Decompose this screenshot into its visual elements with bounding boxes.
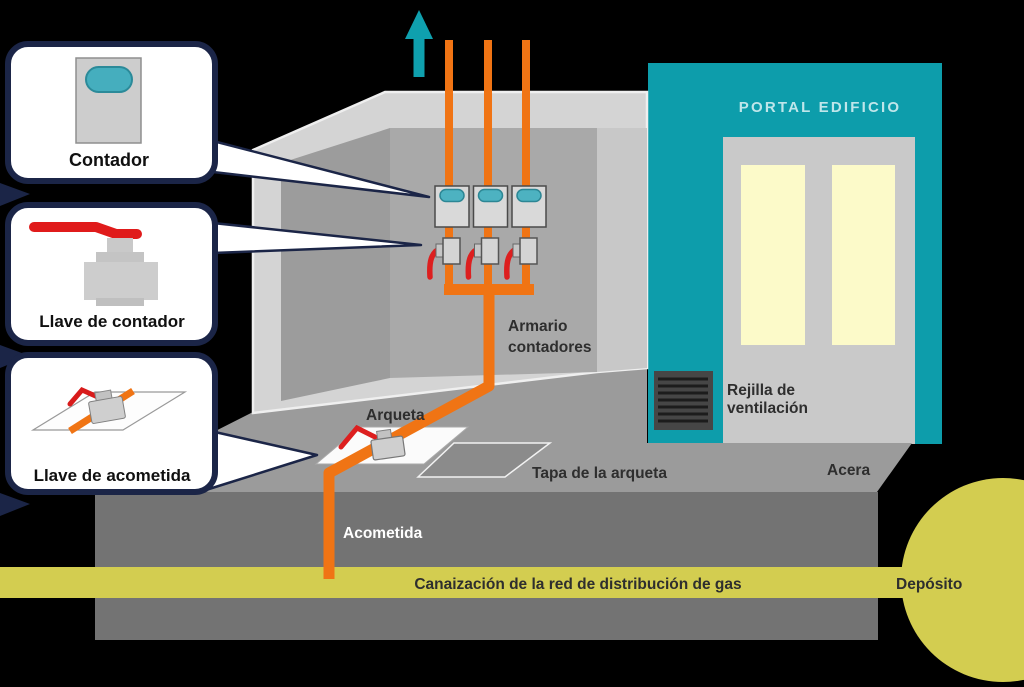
arrow-shaft	[413, 37, 425, 77]
service-valve	[338, 424, 406, 461]
meter-valves	[427, 237, 538, 280]
service-valve-icon	[30, 386, 188, 434]
building: PORTAL EDIFICIO	[648, 63, 942, 444]
riser-pipe	[484, 40, 492, 215]
exhaust-arrow-icon	[405, 10, 433, 77]
building-title: PORTAL EDIFICIO	[739, 99, 901, 116]
valve-collar	[96, 252, 144, 264]
meter-valve	[427, 237, 461, 280]
arqueta-label: Arqueta	[366, 407, 425, 424]
deposito-label: Depósito	[896, 576, 962, 593]
valve-body	[442, 237, 461, 265]
cabinet-right-inner-wall	[597, 128, 647, 372]
riser-pipe	[445, 40, 453, 215]
valve-body-group	[88, 389, 126, 424]
valve-body	[519, 237, 538, 265]
vent-label-line2: ventilación	[727, 400, 808, 417]
callout-contador: Contador	[5, 41, 218, 184]
meter-valve-icon	[29, 222, 158, 306]
callout-pointers	[0, 139, 431, 516]
meter-display	[477, 188, 504, 203]
acera-label: Acera	[827, 462, 870, 479]
arqueta-cover	[416, 442, 553, 478]
deposit-tank	[901, 478, 1024, 682]
vent-label-line1: Rejilla de	[727, 382, 795, 399]
valve-body	[480, 237, 500, 265]
callout-tail	[0, 183, 30, 206]
cabinet-left-inner-wall	[281, 128, 390, 401]
valve-body-group	[370, 428, 406, 461]
valve-body	[370, 435, 406, 461]
callout-llave-contador: Llave de contador	[5, 202, 218, 346]
valve-nub	[512, 243, 521, 258]
meter-display	[439, 188, 465, 203]
callout-label: Llave de contador	[39, 312, 185, 331]
callout-label: Contador	[69, 150, 149, 170]
gas-meter	[511, 185, 547, 228]
ventilation-grille	[654, 371, 713, 430]
valve-handle	[338, 424, 378, 450]
meter-valve	[504, 237, 538, 280]
meter-display	[516, 188, 542, 203]
meter-valve	[465, 237, 500, 280]
valve-nub	[435, 243, 444, 258]
soil-block	[95, 492, 878, 640]
gas-meters	[434, 185, 547, 228]
gas-meter	[472, 185, 509, 228]
callout-llave-acometida: Llave de acometida	[5, 352, 218, 495]
valve-body	[84, 262, 158, 300]
tapa-label: Tapa de la arqueta	[532, 465, 667, 482]
arrow-head	[405, 10, 433, 39]
riser-pipe	[522, 40, 530, 215]
acometida-label: Acometida	[343, 525, 423, 542]
acometida-pipe	[323, 290, 495, 579]
valve-flange	[96, 298, 144, 306]
valve-nub	[474, 243, 482, 258]
gas-meter	[434, 185, 470, 228]
callout-label: Llave de acometida	[34, 466, 191, 485]
door-panel-right	[832, 165, 895, 345]
callout-tail	[0, 493, 30, 516]
cabinet-label-line1: Armario	[508, 318, 567, 335]
meter-display-icon	[85, 66, 133, 93]
grille-slats	[658, 377, 708, 423]
valve-stem	[107, 238, 133, 254]
door-panel-left	[741, 165, 805, 345]
valve-handle	[29, 222, 142, 239]
cabinet-label-line2: contadores	[508, 339, 592, 356]
valve-handle	[67, 386, 103, 407]
valve-body	[88, 396, 126, 424]
canalizacion-label: Canaización de la red de distribución de…	[414, 576, 741, 593]
gas-network-pipe	[0, 567, 908, 598]
